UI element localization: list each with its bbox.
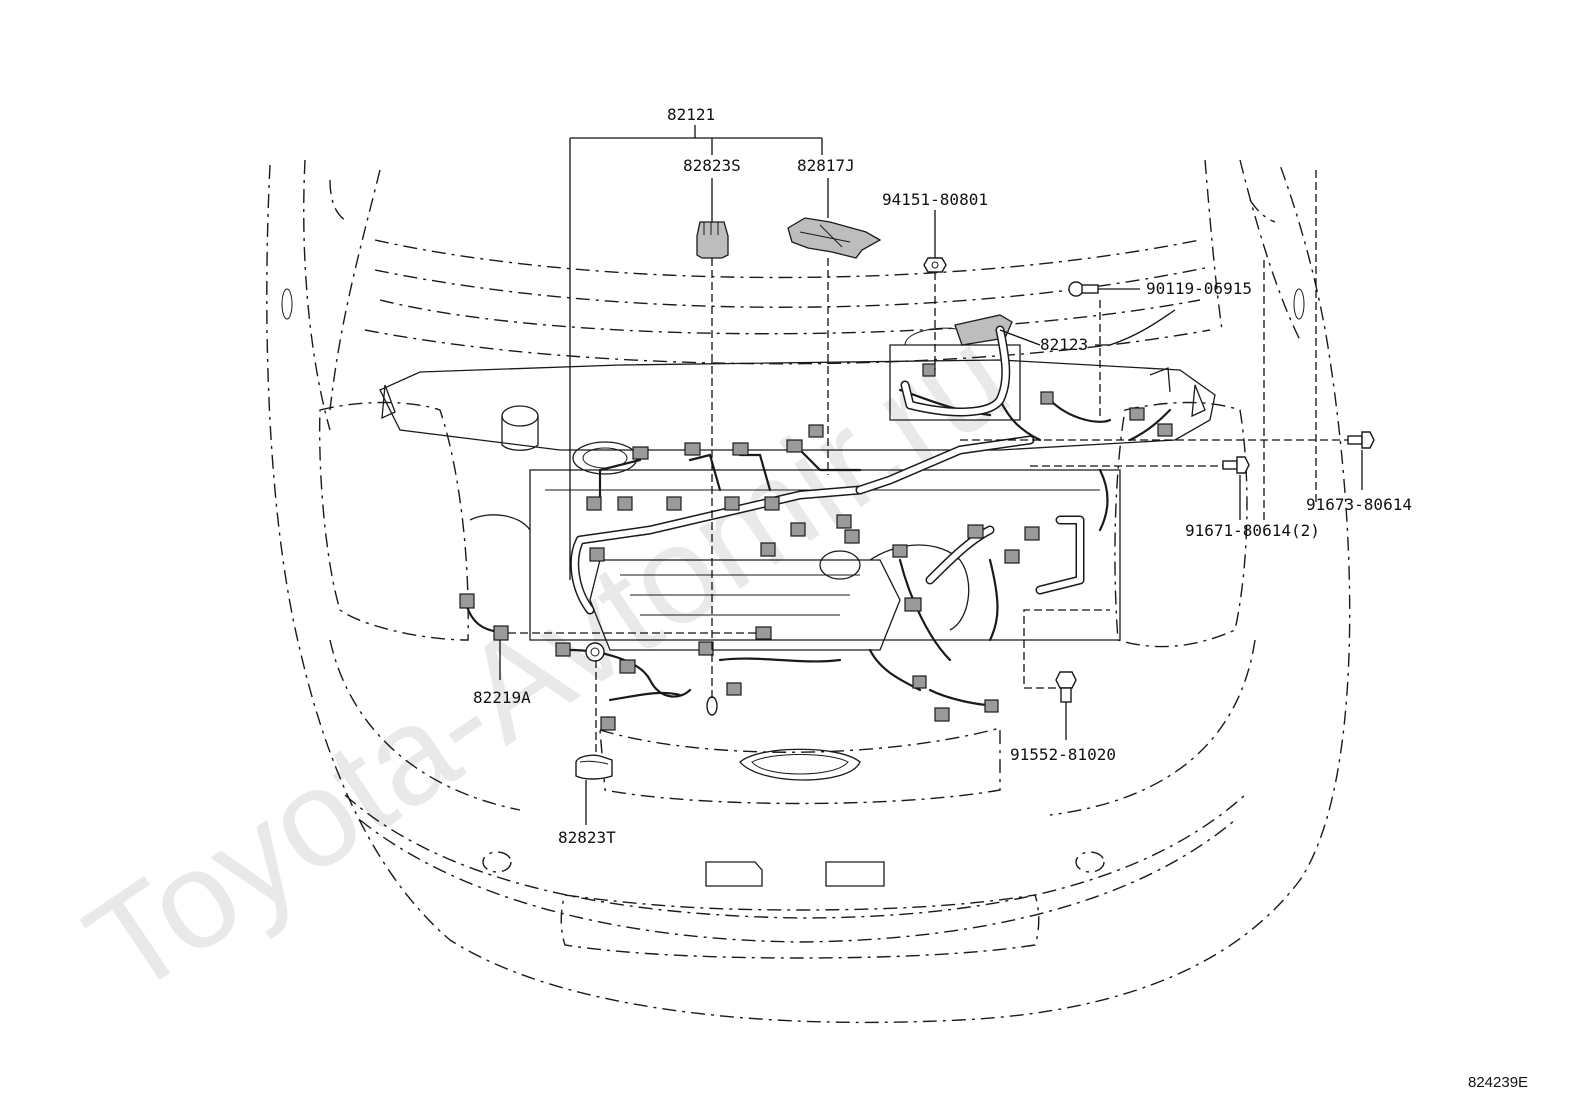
- watermark-text: Toyota-Avtomir.ru: [61, 298, 1035, 1025]
- bolt-90119-06915[interactable]: [1068, 281, 1099, 297]
- wire-harness-82121: [463, 363, 1173, 731]
- label-82823T[interactable]: 82823T: [558, 828, 616, 847]
- label-82123[interactable]: 82123: [1040, 335, 1088, 354]
- label-91671-80614[interactable]: 91671-80614(2): [1185, 521, 1320, 540]
- bolt-91673-80614[interactable]: [1347, 431, 1375, 449]
- label-91673-80614[interactable]: 91673-80614: [1306, 495, 1412, 514]
- label-82817J[interactable]: 82817J: [797, 156, 855, 175]
- label-82219A[interactable]: 82219A: [473, 688, 531, 707]
- connector-82219A[interactable]: [459, 593, 509, 641]
- clip: [706, 696, 718, 716]
- connector-cover-82823T[interactable]: [575, 754, 613, 780]
- label-91552-81020[interactable]: 91552-81020: [1010, 745, 1116, 764]
- bolt-91671-80614[interactable]: [1222, 456, 1250, 474]
- part-labels: 82121 82823S 82817J 94151-80801 90119-06…: [473, 105, 1412, 847]
- drawing-code: 824239E: [1468, 1074, 1528, 1091]
- leader-lines: [499, 125, 1363, 825]
- label-82823S[interactable]: 82823S: [683, 156, 741, 175]
- nut-94151-80801[interactable]: [923, 257, 947, 273]
- vehicle-body-outline: [266, 159, 1351, 1024]
- bolt-91552-81020[interactable]: [1055, 671, 1077, 703]
- label-94151-80801[interactable]: 94151-80801: [882, 190, 988, 209]
- label-82121[interactable]: 82121: [667, 105, 715, 124]
- label-90119-06915[interactable]: 90119-06915: [1146, 279, 1252, 298]
- bracket-82817J[interactable]: [787, 217, 882, 259]
- connector-cover-82823S[interactable]: [696, 221, 729, 259]
- grommet: [585, 642, 605, 662]
- wire-82123[interactable]: [900, 314, 1013, 417]
